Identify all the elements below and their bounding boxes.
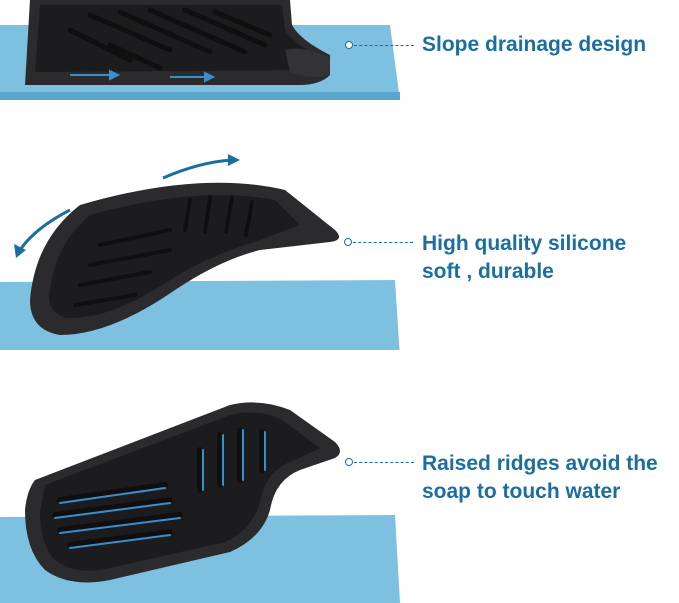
scene-raised-ridges: Raised ridges avoid the soap to touch wa… [0,390,679,603]
tray-top-view-illustration [0,0,400,100]
feature-text-line1: High quality silicone [422,232,627,255]
callout-leader-line [354,462,414,463]
feature-text-line1: Raised ridges avoid the [422,452,658,475]
callout-anchor-dot [345,41,353,49]
callout-leader-line [354,45,414,46]
scene-slope-drainage: Slope drainage design [0,0,679,190]
feature-label-raised-ridges: Raised ridges avoid the soap to touch wa… [422,450,658,506]
callout-anchor-dot [345,458,353,466]
flex-arrow-top [162,158,233,180]
tray-ridges-illustration [0,402,400,603]
feature-text: Slope drainage design [422,33,647,56]
feature-text-line2: soap to touch water [422,480,621,503]
feature-text-line2: soft , durable [422,260,554,283]
tray-bent-illustration [0,154,400,350]
callout-leader-line [353,242,413,243]
feature-label-slope-drainage: Slope drainage design [422,31,646,59]
flex-arrow-left [18,208,71,251]
scene-silicone-material: High quality silicone soft , durable [0,150,679,350]
feature-label-silicone: High quality silicone soft , durable [422,230,626,286]
callout-anchor-dot [344,238,352,246]
